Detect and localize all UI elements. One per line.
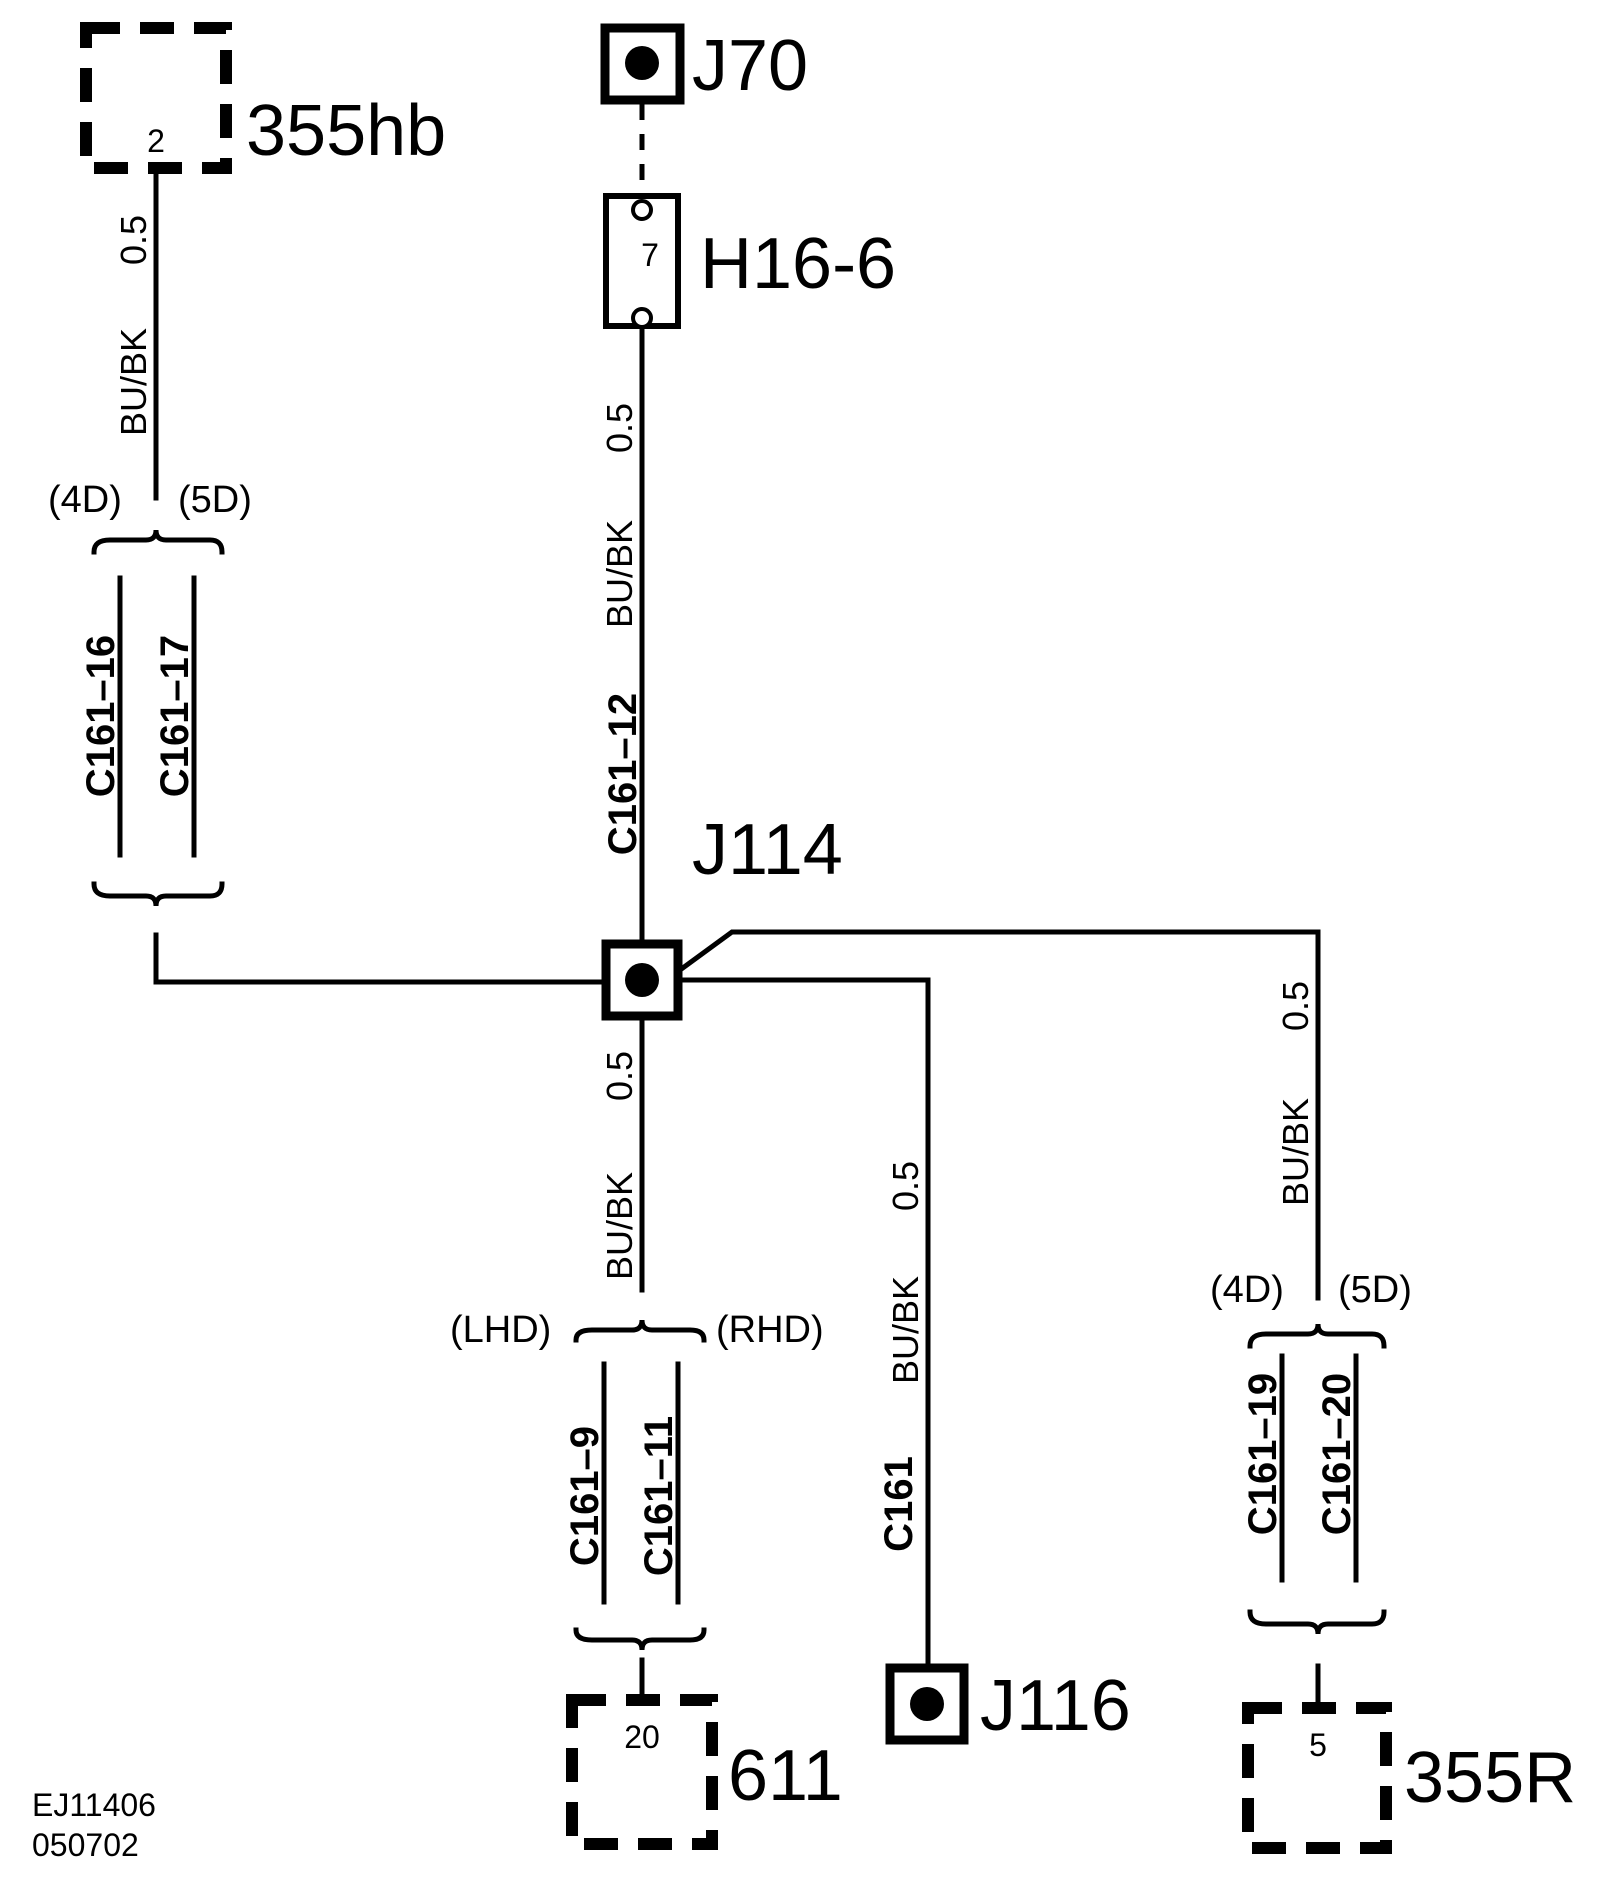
component-355r-label: 355R [1404,1738,1576,1818]
connector-c161: C161 [877,1456,921,1552]
connector-c161-11: C161–11 [637,1416,681,1576]
brace-middle-bottom [573,1627,707,1651]
option-rhd: (RHD) [716,1309,824,1351]
wire-611-color: BU/BK [599,1172,640,1280]
connector-c161-17: C161–17 [153,635,197,797]
component-355r: 5 355R [1242,1702,1576,1854]
component-355hb-pin: 2 [147,123,165,159]
wire-355r-color: BU/BK [1275,1098,1316,1206]
fuse-h16-6-term-top [631,199,653,221]
splice-j116-box [885,1663,969,1745]
fuse-h16-6-pin: 7 [641,237,659,273]
reference-code: EJ11406 [32,1787,156,1823]
wire-355hb-size: 0.5 [113,215,154,265]
component-611: 20 611 [566,1694,843,1850]
component-355hb-label: 355hb [246,91,446,171]
brace-middle-top [573,1319,707,1343]
connector-c161-19: C161–19 [1241,1373,1285,1535]
wire-j114-to-355r [676,929,1321,1301]
splice-j70: J70 [600,23,808,106]
wire-j116-size: 0.5 [885,1161,926,1211]
wire-j116-color: BU/BK [885,1276,926,1384]
wire-h16-size: 0.5 [599,403,640,453]
wire-611-size: 0.5 [599,1051,640,1101]
fuse-h16-6-label: H16-6 [700,224,896,304]
wire-left-to-j114 [153,932,648,985]
brace-left-top [91,529,225,555]
component-355r-pin: 5 [1309,1727,1327,1763]
fuse-h16-6-term-bottom [631,307,653,329]
component-355r-box [1242,1702,1392,1854]
brace-right-bottom [1247,1609,1387,1635]
splice-j116: J116 [885,1663,1131,1746]
splice-j116-dot [910,1687,944,1721]
wire-h16-color: BU/BK [599,520,640,628]
fuse-h16-6: 7 H16-6 [603,193,896,329]
component-611-box [566,1694,718,1850]
option-5d-right: (5D) [1338,1269,1412,1311]
splice-j70-dot [625,46,659,80]
option-lhd: (LHD) [450,1309,551,1351]
connector-c161-12: C161–12 [601,693,645,855]
option-4d-right: (4D) [1210,1269,1284,1311]
connector-c161-9: C161–9 [563,1426,607,1566]
reference-date: 050702 [32,1827,139,1863]
splice-j114: J114 [601,810,843,1021]
connector-c161-16: C161–16 [79,635,123,797]
splice-j70-label: J70 [692,26,808,106]
wire-355hb-color: BU/BK [113,328,154,436]
wire-j114-to-j116 [677,977,931,1671]
splice-j114-label: J114 [692,810,843,890]
option-4d-left: (4D) [48,479,122,521]
brace-right-top [1247,1323,1387,1349]
splice-j114-dot [625,963,659,997]
splice-j116-label: J116 [980,1666,1131,1746]
brace-left-bottom [91,881,225,907]
component-355hb: 2 355hb [80,22,446,174]
component-611-label: 611 [728,1736,843,1816]
connector-c161-20: C161–20 [1315,1373,1359,1535]
component-611-pin: 20 [624,1719,660,1755]
wire-355r-size: 0.5 [1275,981,1316,1031]
option-5d-left: (5D) [178,479,252,521]
component-355hb-box [80,22,232,174]
